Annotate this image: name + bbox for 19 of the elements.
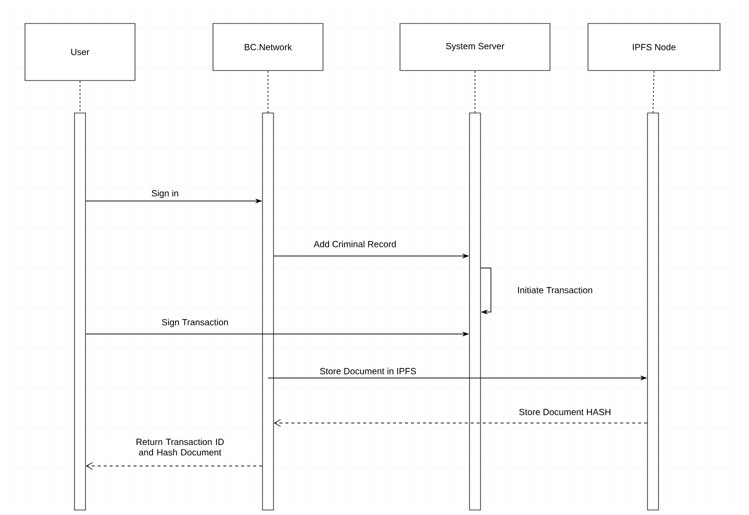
participant-box: System Server [400,23,550,71]
edge-label: Sign in [150,188,180,200]
lifeline [474,70,476,113]
participant-box: IPFS Node [588,23,720,71]
activation-bar [469,112,481,510]
message-arrow [274,419,648,427]
activation-bar [74,112,86,510]
lifeline [652,70,654,113]
edge-label: Sign Transaction [160,318,230,328]
edge-label: Return Transaction ID and Hash Document [104,437,256,457]
self-message-arrow [480,268,492,315]
message-arrow [86,462,262,470]
participant-box: User [24,23,136,81]
edge-label: Add Criminal Record [312,240,398,248]
participant-box: BC.Network [212,23,324,71]
edge-label: Store Document in IPFS [318,366,418,376]
activation-bar [262,112,274,510]
activation-bar [647,112,659,510]
edge-label: Initiate Transaction [516,286,594,294]
